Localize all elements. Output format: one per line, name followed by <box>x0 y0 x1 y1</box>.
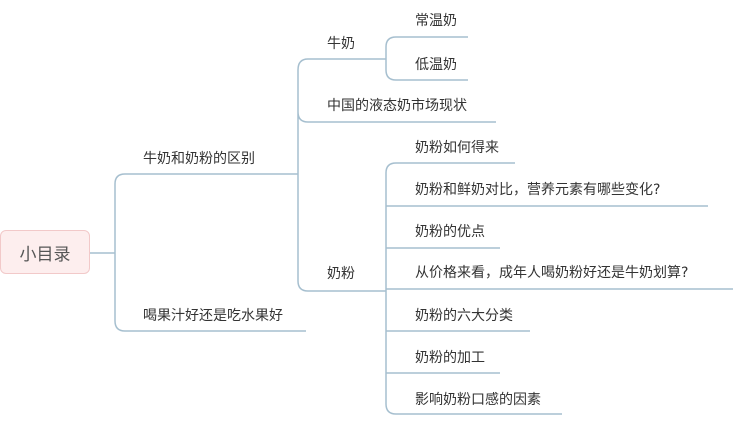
node-milk[interactable]: 牛奶 <box>327 36 355 52</box>
node-powder-advantages[interactable]: 奶粉的优点 <box>415 224 485 240</box>
root-node[interactable]: 小目录 <box>0 230 90 274</box>
node-powder-processing[interactable]: 奶粉的加工 <box>415 350 485 366</box>
bracket-l1 <box>114 173 126 332</box>
node-powder-origin[interactable]: 奶粉如何得来 <box>415 140 499 156</box>
node-powder-vs-fresh[interactable]: 奶粉和鲜奶对比，营养元素有哪些变化? <box>415 182 661 198</box>
node-six-categories[interactable]: 奶粉的六大分类 <box>415 308 513 324</box>
node-taste-factors[interactable]: 影响奶粉口感的因素 <box>415 392 541 408</box>
bracket-l2 <box>297 58 309 292</box>
bracket-powder <box>385 162 397 415</box>
node-liquid-milk-market[interactable]: 中国的液态奶市场现状 <box>327 98 467 114</box>
node-low-temp-milk[interactable]: 低温奶 <box>415 57 457 73</box>
node-milk-vs-powder[interactable]: 牛奶和奶粉的区别 <box>143 151 255 167</box>
node-juice-vs-fruit[interactable]: 喝果汁好还是吃水果好 <box>143 308 283 324</box>
node-milk-powder[interactable]: 奶粉 <box>327 266 355 282</box>
bracket-milk <box>385 36 397 81</box>
node-room-temp-milk[interactable]: 常温奶 <box>415 13 457 29</box>
node-price-comparison[interactable]: 从价格来看，成年人喝奶粉好还是牛奶划算? <box>415 265 689 281</box>
